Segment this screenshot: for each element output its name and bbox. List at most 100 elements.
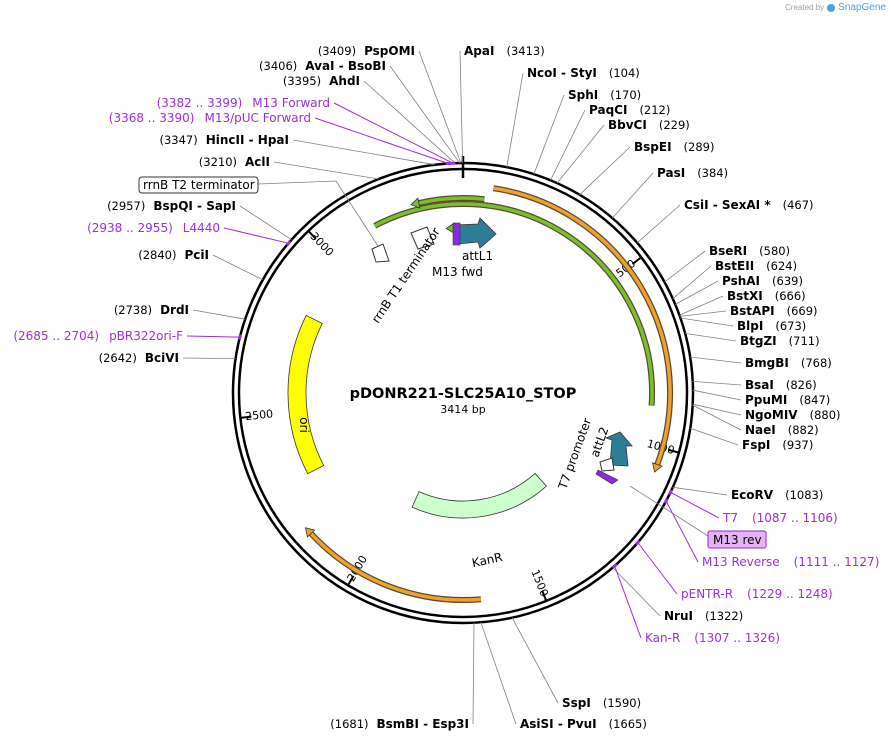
enzyme-site-label: (1681)BsmBI - Esp3I <box>330 717 469 731</box>
snapgene-watermark: Created by SnapGene <box>785 2 886 13</box>
enzyme-site-label: NaeI(882) <box>745 423 819 437</box>
enzyme-connector <box>213 255 263 280</box>
scale-tick-label: 2500 <box>245 407 274 423</box>
enzyme-position: (384) <box>697 166 728 180</box>
enzyme-site-label: (3210)AclI <box>199 155 270 169</box>
enzyme-site-label: EcoRV(1083) <box>731 488 823 502</box>
scale-tick-label: 1500 <box>528 568 550 599</box>
enzyme-position: (768) <box>801 356 832 370</box>
primer-connector <box>224 228 289 243</box>
enzyme-name: BmgBI <box>745 356 789 370</box>
enzyme-site-label: (2642) BciVI <box>99 351 179 365</box>
enzyme-position: (826) <box>786 378 817 392</box>
primer-label: M13 Reverse(1111 .. 1127) <box>702 555 879 569</box>
enzyme-connector <box>481 622 516 724</box>
primer-range: (2685 .. 2704) <box>13 329 99 343</box>
enzyme-connector <box>613 568 660 616</box>
enzyme-position: (1665) <box>609 717 647 731</box>
enzyme-site-label: (2738)DrdI <box>114 303 189 317</box>
primer-connector <box>187 336 240 337</box>
primer-name: pENTR-R <box>681 587 733 601</box>
enzyme-name: CsiI - SexAI * <box>684 198 771 212</box>
enzyme-name: AvaI - BsoBI <box>305 59 386 73</box>
primer-label: T7(1087 .. 1106) <box>722 511 838 525</box>
primer-range: (1111 .. 1127) <box>794 555 880 569</box>
enzyme-site-label: (3406)AvaI - BsoBI <box>259 59 386 73</box>
enzyme-connector <box>685 333 736 341</box>
enzyme-name: BstAPI <box>730 304 775 318</box>
m13-fwd-label: M13 fwd <box>432 265 483 279</box>
primer-binding-mark <box>669 490 671 495</box>
enzyme-connector <box>690 428 738 445</box>
kanr-feature <box>412 473 546 518</box>
enzyme-connector <box>193 310 245 319</box>
enzyme-position: (669) <box>787 304 818 318</box>
primer-connector <box>638 543 677 595</box>
attL2-label: attL2 <box>588 425 612 459</box>
enzyme-position: (289) <box>684 140 715 154</box>
ori-label: ori <box>297 417 311 433</box>
primer-label: pENTR-R (1229 .. 1248) <box>681 587 833 601</box>
attL1-label: attL1 <box>462 249 493 263</box>
primer-binding-mark <box>665 499 667 504</box>
primer-name: T7 <box>722 511 738 525</box>
enzyme-site-label: PaqCI (212) <box>589 103 670 117</box>
enzyme-name: BspQI - SapI <box>153 199 236 213</box>
primer-range: (1229 .. 1248) <box>747 587 833 601</box>
enzyme-name: BstXI <box>727 289 763 303</box>
enzyme-site-label: BstXI (666) <box>727 289 806 303</box>
primer-connector <box>671 492 720 518</box>
enzyme-name: SphI <box>568 88 598 102</box>
enzyme-connector <box>557 125 604 183</box>
enzyme-name: EcoRV <box>731 488 774 502</box>
enzyme-connector <box>460 51 463 163</box>
enzyme-name: PaqCI <box>589 103 627 117</box>
enzyme-name: BtgZI <box>740 334 777 348</box>
plasmid-length: 3414 bp <box>440 403 485 416</box>
primer-label: (3382 .. 3399)M13 Forward <box>157 96 330 110</box>
t7-promoter-shape <box>600 458 614 471</box>
enzyme-position: (1590) <box>603 696 641 710</box>
primer-label: (3368 .. 3390)M13/pUC Forward <box>109 111 311 125</box>
enzyme-name: HincII - HpaI <box>206 133 289 147</box>
enzyme-position: (2738) <box>114 303 152 317</box>
enzyme-name: BsmBI - Esp3I <box>377 717 469 731</box>
enzyme-name: AsiSI - PvuI <box>520 717 597 731</box>
enzyme-site-label: BstAPI (669) <box>730 304 818 318</box>
enzyme-site-label: BtgZI (711) <box>740 334 820 348</box>
primer-name: M13 Forward <box>252 96 330 110</box>
primer-binding-mark <box>287 241 290 245</box>
primer-connector <box>666 501 698 562</box>
enzyme-site-label: SspI(1590) <box>562 696 641 710</box>
rrnb-t2-connector-2 <box>336 181 378 246</box>
enzyme-connector <box>665 251 706 282</box>
enzyme-position: (467) <box>783 198 814 212</box>
kanr-label: KanR <box>471 550 504 570</box>
enzyme-position: (1322) <box>705 609 743 623</box>
enzyme-position: (711) <box>789 334 820 348</box>
enzyme-position: (3413) <box>506 44 544 58</box>
primer-range: (2938 .. 2955) <box>87 221 173 235</box>
enzyme-name: BseRI <box>709 244 747 258</box>
enzyme-connector <box>680 318 733 326</box>
enzyme-name: FspI <box>742 438 770 452</box>
enzyme-name: BciVI <box>145 351 179 365</box>
primer-connector <box>315 118 448 164</box>
enzyme-position: (2642) <box>99 351 137 365</box>
enzyme-site-label: BstEII(624) <box>715 259 797 273</box>
enzyme-site-label: AsiSI - PvuI (1665) <box>520 717 647 731</box>
enzyme-name: PspOMI <box>364 44 415 58</box>
enzyme-position: (666) <box>775 289 806 303</box>
enzyme-name: BbvCI <box>608 118 647 132</box>
enzyme-position: (2957) <box>107 199 145 213</box>
enzyme-site-label: PpuMI(847) <box>745 393 830 407</box>
rrnb-t2-box-label: rrnB T2 terminator <box>143 178 255 192</box>
enzyme-site-label: (3409)PspOMI <box>318 44 415 58</box>
enzyme-position: (673) <box>775 319 806 333</box>
enzyme-position: (3210) <box>199 155 237 169</box>
enzyme-position: (212) <box>639 103 670 117</box>
enzyme-connector <box>612 173 653 218</box>
primer-name: Kan-R <box>645 631 680 645</box>
enzyme-site-label: BmgBI (768) <box>745 356 832 370</box>
